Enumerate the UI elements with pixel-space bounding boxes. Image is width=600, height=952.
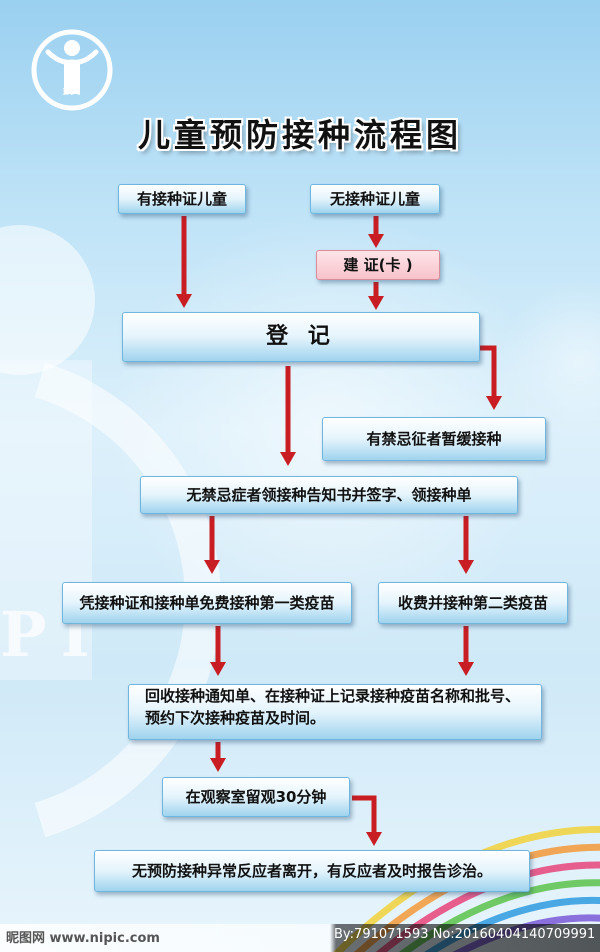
step-without-card: 无接种证儿童 [310,184,440,214]
step-record: 回收接种通知单、在接种证上记录接种疫苗名称和批号、 预约下次接种疫苗及时间。 [128,684,542,740]
arrow-observe-leave-head [366,832,382,846]
step-observe: 在观察室留观30分钟 [162,777,350,817]
arrow-withcard-register-head [176,294,192,308]
arrow-register-contra-head [486,396,502,410]
arrow-record-observe-head [210,758,226,772]
step-contraindicated: 有禁忌征者暂缓接种 [322,417,546,461]
page-title: 儿童预防接种流程图 [137,116,462,154]
watermark-bar [0,924,600,952]
arrow-nocard-create-head [368,234,384,248]
watermark-left: 昵图网 www.nipic.com [6,931,160,946]
step-no-contraindication: 无禁忌症者领接种告知书并签字、领接种单 [140,476,518,514]
arrow-create-register-head [368,296,384,310]
bg-figure-body [0,360,92,680]
step-register: 登 记 [122,312,480,362]
arrow-observe-leave-line [352,795,377,834]
arrow-register-contra-line [480,345,497,398]
watermark-right: By:791071593 No:20160404140709991 [334,927,596,942]
arrow-free-record-head [210,662,226,676]
bg-figure-head [0,225,95,375]
step-record-line1: 回收接种通知单、在接种证上记录接种疫苗名称和批号、 [145,687,521,705]
step-create-card: 建 证(卡 ) [316,250,440,280]
arrow-nocontra-paid-head [458,560,474,574]
arrow-paid-record-head [458,662,474,676]
step-record-line2: 预约下次接种疫苗及时间。 [145,709,326,727]
step-free-vaccine: 凭接种证和接种单免费接种第一类疫苗 [62,582,352,624]
arrow-register-nocontra-head [280,452,296,466]
epi-logo-icon [31,29,113,111]
epi-logo-text: EPI [62,88,82,98]
step-leave: 无预防接种异常反应者离开，有反应者及时报告诊治。 [94,850,530,892]
step-paid-vaccine: 收费并接种第二类疫苗 [378,582,568,624]
arrow-nocontra-free-head [204,560,220,574]
epi-logo: EPI [30,28,114,116]
step-with-card: 有接种证儿童 [118,184,246,214]
